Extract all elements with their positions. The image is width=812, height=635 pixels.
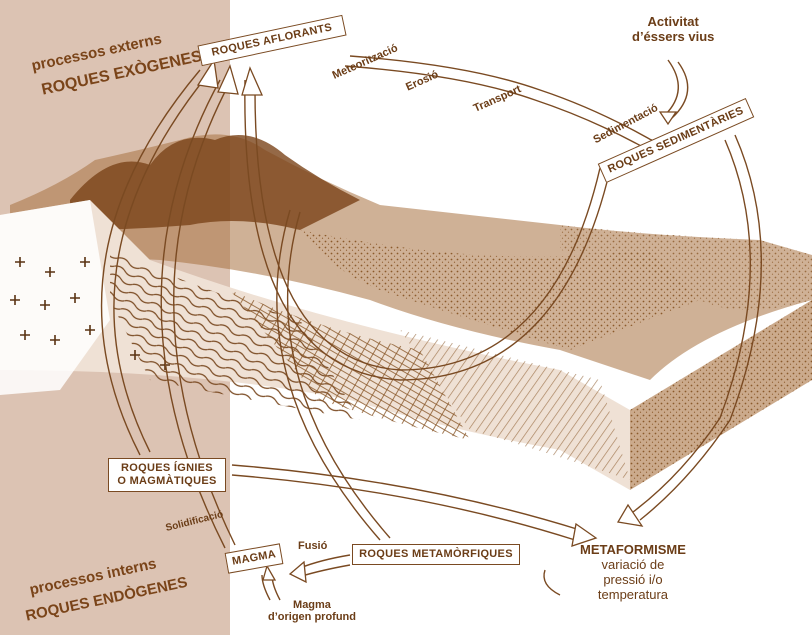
igneous-rocks-box: ROQUES ÍGNIES O MAGMÀTIQUES <box>108 458 226 492</box>
igneous-line-2: O MAGMÀTIQUES <box>117 475 217 487</box>
metamorphism-title: METAFORMISME <box>580 542 686 557</box>
brick-strata <box>230 290 470 440</box>
sediment-layers <box>400 330 630 480</box>
metamorphism-label: METAFORMISME variació de pressió i/o tem… <box>580 542 686 602</box>
deep-magma-line-1: Magma <box>293 599 331 611</box>
metamorphism-line-3: temperatura <box>597 587 668 602</box>
living-line-2: d’éssers vius <box>632 29 715 44</box>
valley-texture <box>300 230 700 350</box>
igneous-crosses <box>10 257 170 370</box>
block-right-texture <box>630 300 812 490</box>
metamorphism-line-1: variació de <box>601 557 665 572</box>
living-line-1: Activitat <box>647 14 699 29</box>
deep-magma-label: Magma d’origen profund <box>268 599 356 623</box>
mountain-ridge <box>70 135 360 230</box>
igneous-intrusion <box>0 200 110 395</box>
metamorphic-rocks-box: ROQUES METAMÒRFIQUES <box>352 544 520 565</box>
igneous-line-1: ROQUES ÍGNIES <box>121 462 213 474</box>
metamorphism-line-2: pressió i/o <box>603 572 663 587</box>
deep-magma-line-2: d’origen profund <box>268 611 356 623</box>
fusion-label: Fusió <box>298 540 328 552</box>
living-beings-label: Activitat d’éssers vius <box>632 14 714 44</box>
folded-strata <box>110 250 360 420</box>
